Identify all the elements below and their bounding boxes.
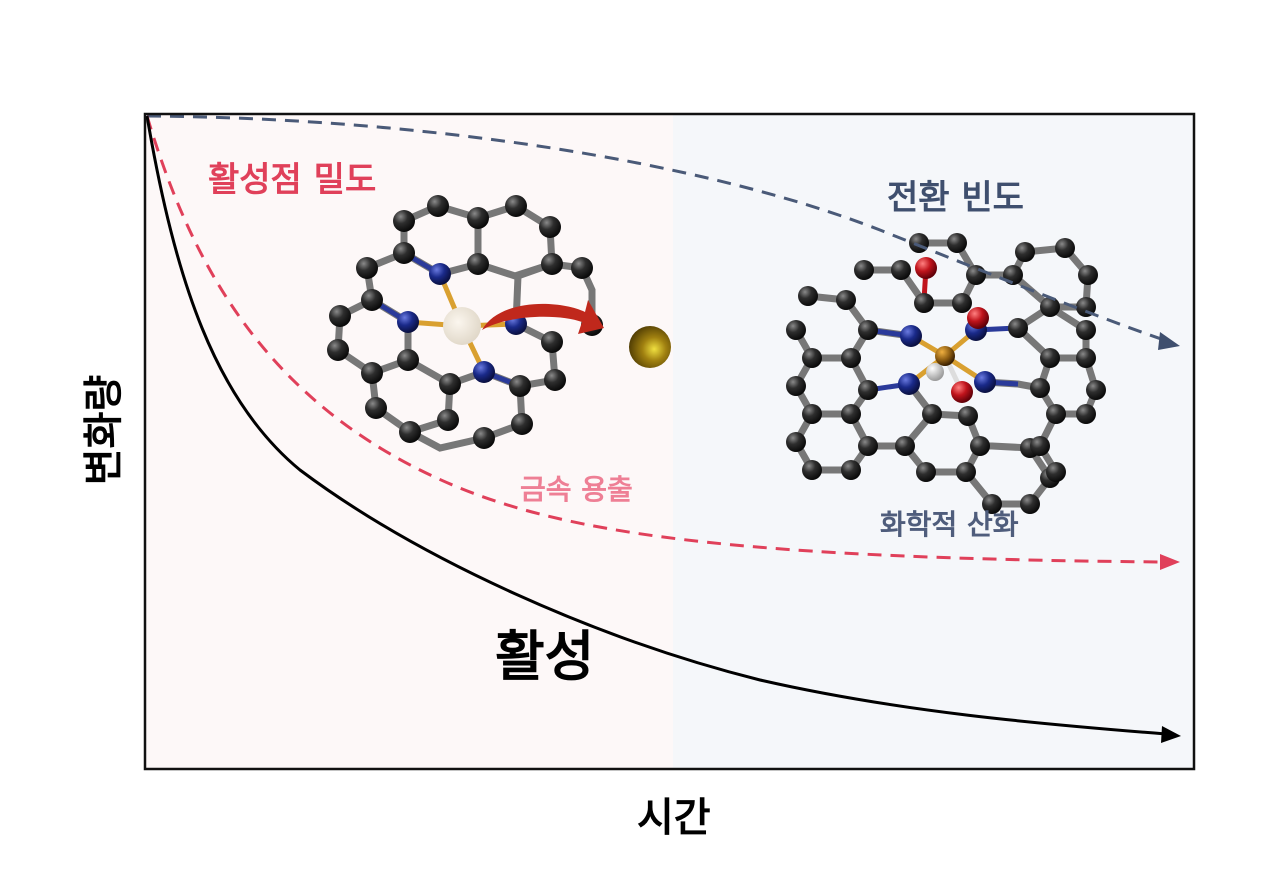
leached-metal-atom [629, 326, 671, 368]
active-site-density-curve [145, 115, 1165, 564]
activity-curve [145, 115, 1167, 736]
oxidized-catalyst-molecule [786, 233, 1106, 514]
leaching-arrow-icon [482, 300, 604, 334]
active-site-density-label: 활성점 밀도 [208, 160, 377, 200]
metal-leaching-label: 금속 용출 [520, 473, 633, 506]
tof-arrowhead-icon [1158, 332, 1180, 350]
single-atom-catalyst-molecule [327, 195, 671, 452]
activity-arrowhead-icon [1161, 726, 1181, 743]
density-arrowhead-icon [1160, 554, 1180, 570]
y-axis-label: 변화량 [81, 374, 128, 486]
turnover-frequency-label: 전환 빈도 [887, 178, 1024, 218]
plot-frame [143, 112, 1196, 771]
activity-label: 활성 [495, 625, 595, 688]
right-region [673, 115, 1193, 768]
x-axis-label: 시간 [637, 795, 711, 841]
chemical-oxidation-label: 화학적 산화 [880, 508, 1019, 541]
tof-curve [146, 114, 1165, 342]
